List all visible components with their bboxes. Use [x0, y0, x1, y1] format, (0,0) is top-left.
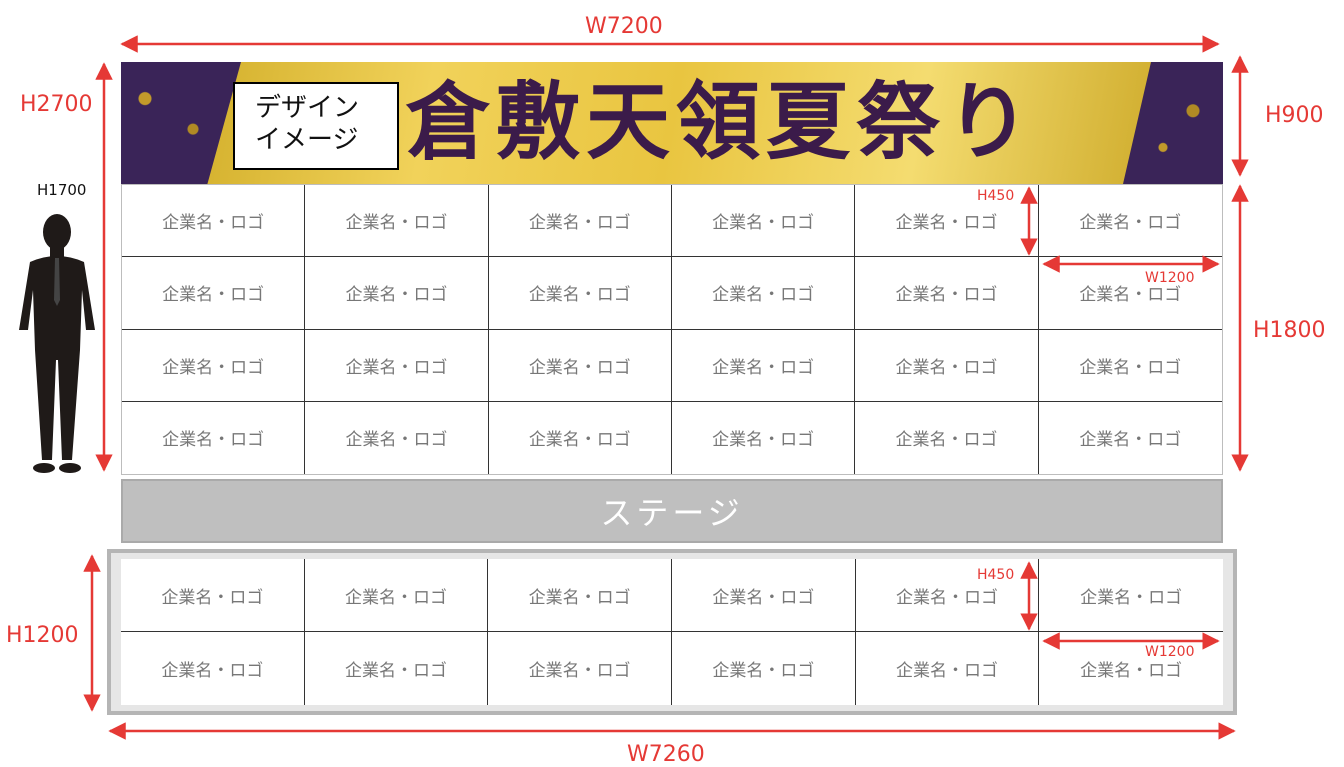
stage: ステージ: [121, 479, 1223, 543]
sponsor-cell: 企業名・ロゴ: [855, 401, 1039, 474]
sponsor-cell: 企業名・ロゴ: [305, 329, 489, 402]
sponsor-cell: 企業名・ロゴ: [671, 329, 856, 402]
sponsor-cell: 企業名・ロゴ: [305, 632, 489, 705]
sponsor-cell: 企業名・ロゴ: [1079, 430, 1182, 451]
sponsor-cell: 企業名・ロゴ: [671, 257, 856, 330]
grid-height-label: H1800: [1253, 318, 1326, 343]
sponsor-cell: 企業名・ロゴ: [305, 401, 489, 474]
sponsor-cell: 企業名・ロゴ: [856, 632, 1040, 705]
sponsor-cell: 企業名・ロゴ: [672, 559, 856, 632]
sponsor-cell: 企業名・ロゴ: [1039, 559, 1223, 632]
sponsor-cell: 企業名・ロゴ: [671, 185, 856, 258]
sponsor-cell: 企業名・ロゴ: [488, 257, 672, 330]
sponsor-cell: 企業名・ロゴ: [305, 185, 489, 258]
bottom-cell-height-label: H450: [977, 567, 1015, 583]
sponsor-cell: 企業名・ロゴ: [488, 559, 672, 632]
person-height-label: H1700: [37, 181, 87, 199]
sponsor-cell: 企業名・ロゴ: [304, 559, 489, 632]
sponsor-cell: 企業名・ロゴ: [488, 185, 672, 258]
sponsor-cell: 企業名・ロゴ: [121, 632, 305, 705]
banner-title: 倉敷天領夏祭り: [406, 72, 1037, 171]
sponsor-cell: 企業名・ロゴ: [1038, 257, 1222, 330]
banner-height-label: H900: [1265, 103, 1324, 128]
design-image-note: デザイン イメージ: [233, 82, 399, 170]
sponsor-cell: 企業名・ロゴ: [855, 559, 1040, 632]
sponsor-cell: 企業名・ロゴ: [121, 559, 305, 632]
top-sponsor-grid: 企業名・ロゴ企業名・ロゴ企業名・ロゴ企業名・ロゴ企業名・ロゴ企業名・ロゴ企業名・…: [121, 184, 1223, 475]
bottom-width-label: W7260: [627, 742, 705, 767]
person-silhouette-icon: [19, 214, 95, 473]
sponsor-cell: 企業名・ロゴ: [672, 401, 856, 474]
sponsor-cell: 企業名・ロゴ: [488, 329, 672, 402]
sponsor-cell: 企業名・ロゴ: [1038, 330, 1222, 402]
bottom-cell-width-label: W1200: [1145, 644, 1195, 660]
top-cell-height-label: H450: [977, 188, 1015, 204]
sponsor-cell: 企業名・ロゴ: [488, 632, 672, 705]
sponsor-cell: 企業名・ロゴ: [1080, 661, 1183, 681]
sponsor-cell: 企業名・ロゴ: [122, 401, 306, 474]
bottom-sponsor-grid: 企業名・ロゴ企業名・ロゴ企業名・ロゴ企業名・ロゴ企業名・ロゴ企業名・ロゴ企業名・…: [121, 559, 1223, 705]
top-cell-width-label: W1200: [1145, 270, 1195, 286]
left-bottom-height-label: H1200: [6, 623, 79, 648]
sponsor-cell: 企業名・ロゴ: [122, 329, 306, 402]
sponsor-cell: 企業名・ロゴ: [855, 257, 1039, 330]
stage-label: ステージ: [600, 494, 744, 532]
top-width-label: W7200: [585, 14, 663, 39]
left-top-height-label: H2700: [20, 92, 93, 117]
sponsor-cell: 企業名・ロゴ: [122, 257, 306, 330]
sponsor-cell: 企業名・ロゴ: [305, 257, 489, 330]
sponsor-cell: 企業名・ロゴ: [672, 632, 856, 705]
sponsor-cell: 企業名・ロゴ: [855, 329, 1039, 402]
sponsor-cell: 企業名・ロゴ: [855, 185, 1039, 258]
sponsor-cell: 企業名・ロゴ: [122, 185, 306, 258]
sponsor-cell: 企業名・ロゴ: [489, 401, 672, 474]
